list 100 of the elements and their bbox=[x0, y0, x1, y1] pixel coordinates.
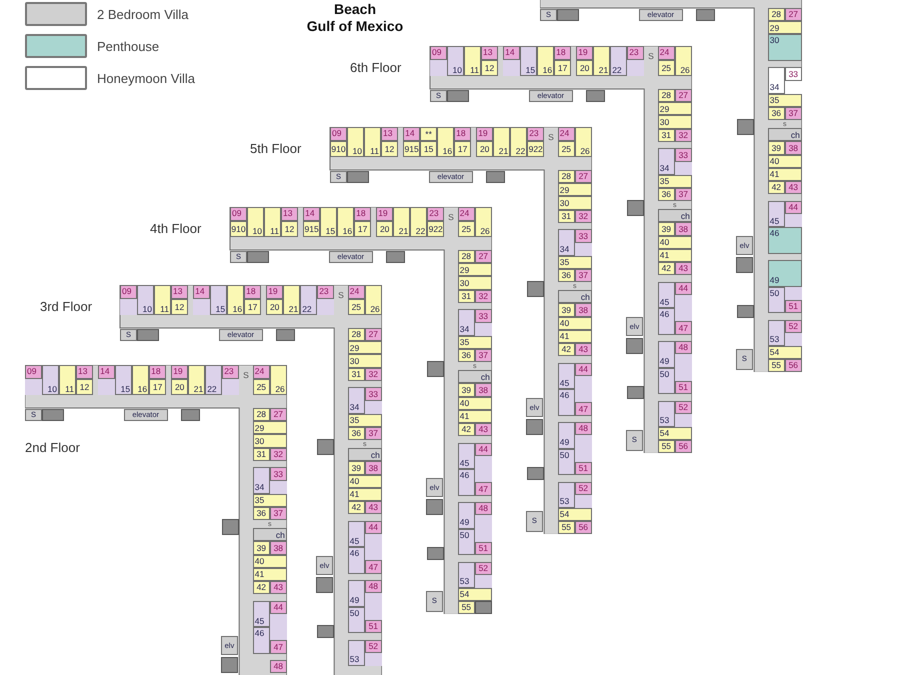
unit-tag: 38 bbox=[784, 141, 802, 154]
unit-tag: 09 bbox=[25, 365, 42, 379]
unit-tag: 38 bbox=[270, 541, 287, 554]
unit-cell: 35 bbox=[252, 494, 287, 507]
unit-cell: 53 bbox=[768, 320, 785, 346]
unit-cell: 12 bbox=[281, 221, 298, 237]
unit-cell: 17 bbox=[454, 141, 472, 157]
unit-tag: 27 bbox=[784, 8, 802, 22]
unit-cell: 49 bbox=[658, 341, 675, 368]
unit-cell: 54 bbox=[768, 346, 802, 360]
unit-cell: 29 bbox=[658, 102, 692, 116]
unit-tag: 27 bbox=[574, 170, 592, 184]
unit-tag: 18 bbox=[454, 127, 472, 141]
unit-cell: 922 bbox=[427, 221, 444, 237]
unit-tag: 27 bbox=[474, 250, 492, 264]
unit-cell: 39 bbox=[558, 303, 575, 316]
unit-cell: 10 bbox=[247, 207, 264, 237]
unit-tag: 37 bbox=[674, 188, 692, 202]
unit-tag: 47 bbox=[574, 402, 592, 416]
unit-tag: 37 bbox=[270, 507, 287, 520]
unit-cell: 11 bbox=[364, 127, 381, 157]
unit-tag: 48 bbox=[574, 422, 592, 436]
unit-cell: 53 bbox=[458, 562, 475, 588]
unit-cell: 46 bbox=[252, 627, 270, 654]
unit-tag: 18 bbox=[149, 365, 166, 379]
map-heading: Beach bbox=[332, 1, 378, 17]
unit-cell: 20 bbox=[171, 379, 188, 395]
unit-tag: 24 bbox=[658, 46, 675, 60]
unit-cell: 39 bbox=[658, 222, 675, 236]
unit-cell: 16 bbox=[337, 207, 354, 237]
floor-heading: 5th Floor bbox=[250, 141, 302, 156]
unit-cell: 45 bbox=[558, 362, 575, 390]
unit-cell: 10 bbox=[137, 285, 154, 315]
unit-cell: 15 bbox=[420, 141, 438, 157]
unit-tag: 13 bbox=[281, 207, 298, 221]
unit-cell: 54 bbox=[658, 426, 692, 440]
unit-cell: 50 bbox=[658, 368, 675, 394]
unit-cell: 29 bbox=[348, 341, 382, 354]
unit-cell: 45 bbox=[458, 442, 475, 470]
unit-cell: 910 bbox=[330, 141, 347, 157]
unit-cell: 16 bbox=[537, 46, 554, 76]
unit-cell: 50 bbox=[558, 448, 575, 475]
unit-tag: 56 bbox=[784, 359, 802, 372]
unit-cell: 40 bbox=[252, 554, 287, 568]
unit-cell: 21 bbox=[283, 285, 300, 315]
unit-cell: 22 bbox=[610, 46, 628, 76]
unit-cell: 41 bbox=[252, 568, 287, 581]
unit-cell: 30 bbox=[768, 34, 802, 61]
unit-cell: 11 bbox=[264, 207, 281, 237]
legend-label: Honeymoon Villa bbox=[97, 71, 196, 86]
unit-cell: 29 bbox=[252, 421, 287, 434]
unit-cell: 21 bbox=[493, 127, 510, 157]
floor-plan-outline bbox=[25, 365, 287, 675]
unit-cell: 17 bbox=[149, 379, 166, 395]
unit-cell: 22 bbox=[510, 127, 528, 157]
unit-cell: 28 bbox=[558, 170, 575, 184]
unit-cell: 25 bbox=[658, 60, 675, 76]
unit-cell: 16 bbox=[437, 127, 454, 157]
unit-cell: 12 bbox=[481, 60, 498, 76]
unit-cell: 41 bbox=[458, 410, 492, 423]
unit-tag: 18 bbox=[354, 207, 372, 221]
unit-cell: 30 bbox=[458, 276, 492, 290]
unit-cell: 50 bbox=[348, 606, 365, 633]
unit-tag: 23 bbox=[627, 46, 644, 60]
unit-cell: 915 bbox=[303, 221, 320, 237]
floor-heading: 3rd Floor bbox=[40, 299, 92, 314]
stair-marker: S bbox=[239, 365, 253, 385]
unit-cell: 34 bbox=[558, 229, 575, 256]
unit-cell: 36 bbox=[558, 269, 575, 282]
unit-cell: 28 bbox=[768, 8, 785, 22]
unit-cell: 28 bbox=[348, 328, 365, 342]
unit-cell: 12 bbox=[381, 141, 398, 157]
unit-cell: 26 bbox=[574, 127, 592, 157]
unit-tag: 23 bbox=[427, 207, 444, 221]
unit-cell: 17 bbox=[354, 221, 372, 237]
unit-cell: 36 bbox=[348, 427, 365, 440]
utility-cell: ch bbox=[252, 528, 287, 542]
unit-tag: 09 bbox=[330, 127, 347, 141]
unit-tag: 09 bbox=[120, 285, 137, 299]
unit-cell: 17 bbox=[244, 299, 262, 315]
unit-note: ** bbox=[420, 127, 438, 141]
unit-cell: 26 bbox=[674, 46, 692, 76]
unit-cell: 40 bbox=[768, 154, 802, 168]
unit-tag: 14 bbox=[303, 207, 320, 221]
unit-tag: 38 bbox=[574, 303, 592, 316]
unit-cell: 46 bbox=[348, 547, 365, 574]
unit-tag: 48 bbox=[674, 341, 692, 354]
floor-heading: 4th Floor bbox=[150, 221, 202, 236]
unit-cell: 922 bbox=[527, 141, 544, 157]
unit-cell: 30 bbox=[558, 196, 592, 210]
unit-tag: 18 bbox=[554, 46, 572, 60]
unit-cell: 11 bbox=[154, 285, 171, 315]
unit-tag: 14 bbox=[193, 285, 210, 299]
unit-tag: 24 bbox=[458, 207, 475, 221]
unit-tag: 23 bbox=[222, 365, 240, 379]
unit-tag: 19 bbox=[171, 365, 188, 379]
unit-cell: 11 bbox=[59, 365, 76, 395]
unit-cell: 34 bbox=[458, 309, 475, 336]
unit-cell: 39 bbox=[768, 141, 785, 154]
unit-tag: 47 bbox=[364, 560, 382, 574]
